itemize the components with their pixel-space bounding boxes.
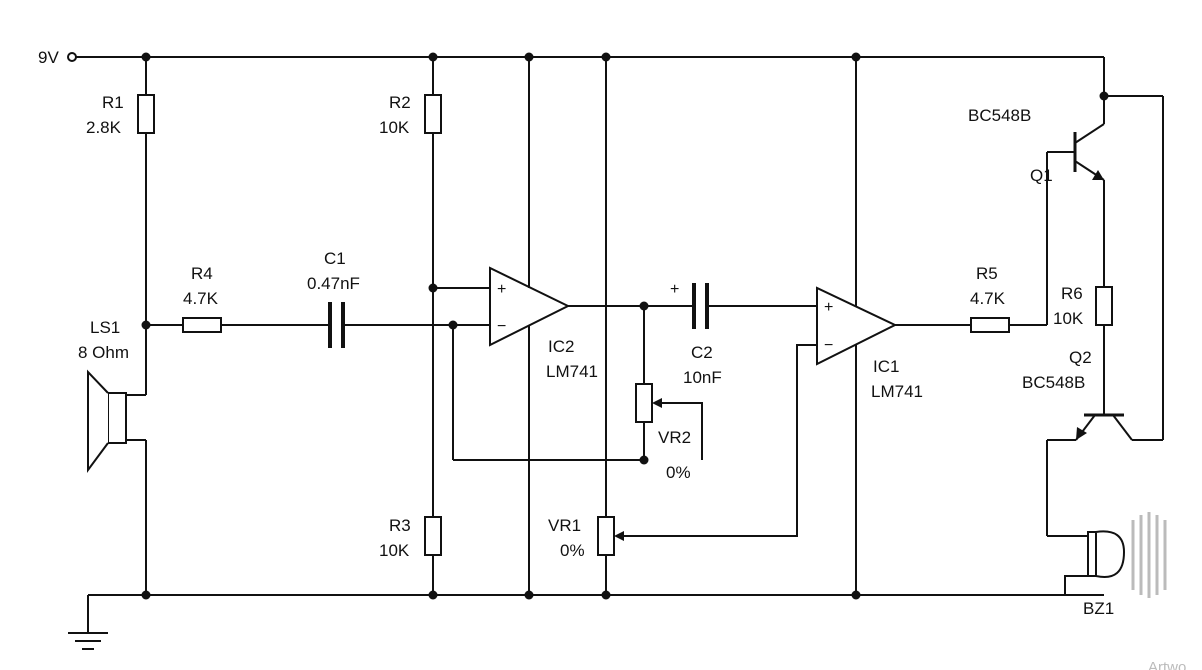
capacitor-c1 xyxy=(328,302,345,348)
ground-symbol xyxy=(68,632,108,650)
ic2-minus-pin: − xyxy=(497,318,506,335)
speaker-ls1 xyxy=(87,369,127,474)
r2-ref: R2 xyxy=(389,93,411,112)
ic1-ref: IC1 xyxy=(873,357,899,376)
q2-value: BC548B xyxy=(1022,373,1085,392)
supply-label: 9V xyxy=(38,48,59,67)
r4-value: 4.7K xyxy=(183,289,219,308)
bz1-ref: BZ1 xyxy=(1083,599,1114,618)
r3-ref: R3 xyxy=(389,516,411,535)
supply-terminal xyxy=(67,52,77,62)
ic1-plus-pin: + xyxy=(824,299,833,316)
ic1-value: LM741 xyxy=(871,382,923,401)
r5-value: 4.7K xyxy=(970,289,1006,308)
vr2-value: 0% xyxy=(666,463,691,482)
ls1-value: 8 Ohm xyxy=(78,343,129,362)
r2-value: 10K xyxy=(379,118,410,137)
vr1-ref: VR1 xyxy=(548,516,581,535)
buzzer-bz1 xyxy=(1087,530,1126,578)
ls1-ref: LS1 xyxy=(90,318,120,337)
c2-polarity: + xyxy=(670,281,679,298)
resistor-r1 xyxy=(137,94,155,134)
ic2-value: LM741 xyxy=(546,362,598,381)
potentiometer-vr2 xyxy=(635,383,653,423)
c2-value: 10nF xyxy=(683,368,722,387)
r4-ref: R4 xyxy=(191,264,213,283)
r1-value: 2.8K xyxy=(86,118,122,137)
vr2-ref: VR2 xyxy=(658,428,691,447)
c1-value: 0.47nF xyxy=(307,274,360,293)
resistor-r2 xyxy=(424,94,442,134)
r3-value: 10K xyxy=(379,541,410,560)
resistor-r4 xyxy=(182,317,222,333)
resistor-r5 xyxy=(970,317,1010,333)
r6-value: 10K xyxy=(1053,309,1084,328)
buzzer-sound-waves xyxy=(1131,512,1167,598)
resistor-r6 xyxy=(1095,286,1113,326)
ic2-plus-pin: + xyxy=(497,281,506,298)
c1-ref: C1 xyxy=(324,249,346,268)
q2-ref: Q2 xyxy=(1069,348,1092,367)
ic1-minus-pin: − xyxy=(824,337,833,354)
ic2-ref: IC2 xyxy=(548,337,574,356)
r1-ref: R1 xyxy=(102,93,124,112)
c2-ref: C2 xyxy=(691,343,713,362)
resistor-r3 xyxy=(424,516,442,556)
vr1-wiper xyxy=(618,344,817,537)
r5-ref: R5 xyxy=(976,264,998,283)
vr2-wiper xyxy=(656,402,703,460)
capacitor-c2 xyxy=(692,283,709,329)
r6-ref: R6 xyxy=(1061,284,1083,303)
transistor-q1 xyxy=(1047,123,1105,181)
q1-ref: Q1 xyxy=(1030,166,1053,185)
transistor-q2 xyxy=(1075,413,1133,441)
junctions xyxy=(141,52,1109,600)
vr1-value: 0% xyxy=(560,541,585,560)
q1-value: BC548B xyxy=(968,106,1031,125)
potentiometer-vr1 xyxy=(597,516,615,556)
watermark: Artwo xyxy=(1148,659,1186,670)
